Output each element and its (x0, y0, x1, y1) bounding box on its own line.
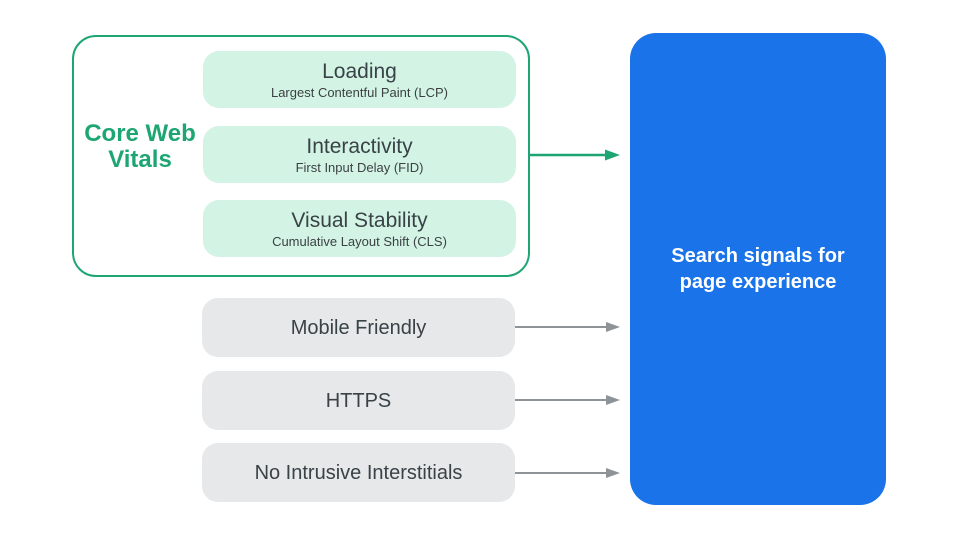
cwv-item-title: Visual Stability (291, 208, 428, 232)
arrow-core-web-vitals-icon (530, 149, 620, 161)
signal-label: Mobile Friendly (290, 316, 427, 339)
arrow-mobile-friendly-icon (515, 322, 620, 332)
cwv-item-title: Loading (322, 59, 397, 83)
signal-label: No Intrusive Interstitials (254, 461, 463, 484)
signal-label: HTTPS (325, 389, 392, 412)
cwv-item-subtitle: Largest Contentful Paint (LCP) (270, 84, 449, 100)
core-web-vitals-label: Core Web Vitals (84, 120, 196, 173)
cwv-item-subtitle: First Input Delay (FID) (295, 159, 424, 175)
cwv-item-subtitle: Cumulative Layout Shift (CLS) (272, 233, 447, 249)
cwv-item-title: Interactivity (306, 134, 413, 158)
signal-mobile-friendly: Mobile Friendly (202, 298, 515, 357)
cwv-item-interactivity: Interactivity First Input Delay (FID) (203, 126, 516, 183)
search-signals-label: Search signals for page experience (671, 245, 845, 293)
arrow-no-intrusive-interstitials-icon (515, 468, 620, 478)
signal-no-intrusive-interstitials: No Intrusive Interstitials (202, 443, 515, 502)
arrow-https-icon (515, 395, 620, 405)
search-signals-result-box: Search signals for page experience (630, 33, 886, 505)
cwv-item-loading: Loading Largest Contentful Paint (LCP) (203, 51, 516, 108)
signal-https: HTTPS (202, 371, 515, 430)
cwv-item-visual-stability: Visual Stability Cumulative Layout Shift… (203, 200, 516, 257)
